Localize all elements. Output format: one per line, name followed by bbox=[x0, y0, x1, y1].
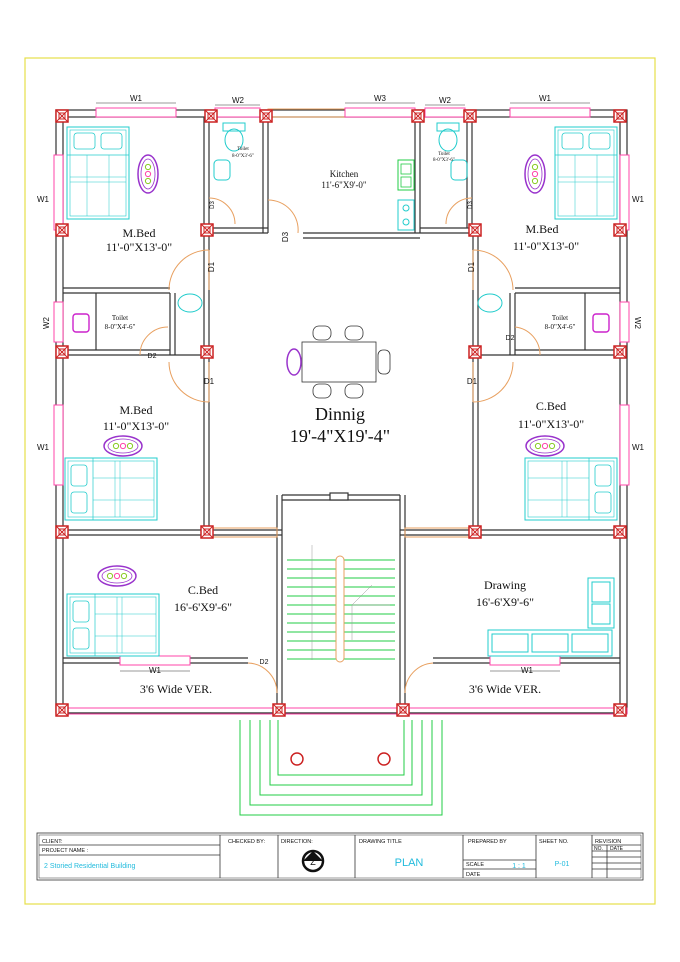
room-name: Dinnig bbox=[315, 404, 365, 424]
room-name: Drawing bbox=[484, 578, 526, 592]
date-column-label: DATE bbox=[610, 846, 624, 852]
room-dimension: 11'-0"X13'-0" bbox=[518, 417, 584, 431]
room-name: Kitchen bbox=[330, 169, 359, 179]
door-label: D3 bbox=[210, 201, 216, 209]
door-label: D2 bbox=[506, 335, 515, 342]
stairs bbox=[239, 555, 443, 816]
room-dimension: 8-0"X4'-6" bbox=[105, 323, 136, 331]
window-label: W2 bbox=[42, 316, 51, 329]
room-dimension: 19'-4"X19'-4" bbox=[290, 426, 390, 446]
room-dimension: 16'-6'X9'-6" bbox=[476, 595, 534, 609]
room-name: C.Bed bbox=[536, 399, 566, 413]
window-label: W1 bbox=[37, 443, 50, 452]
door-label: D1 bbox=[207, 261, 216, 272]
room-name: Toilet bbox=[438, 152, 450, 157]
window-label: W1 bbox=[539, 94, 552, 103]
window-label: W1 bbox=[37, 195, 50, 204]
room-name: M.Bed bbox=[123, 226, 156, 240]
door-label: D3 bbox=[468, 201, 474, 209]
window-label: W2 bbox=[633, 317, 642, 330]
room-name: C.Bed bbox=[188, 583, 218, 597]
room-name: Toilet bbox=[552, 314, 568, 322]
window-label: W1 bbox=[149, 666, 162, 675]
door-label: D1 bbox=[204, 377, 215, 386]
drawing-title-label: DRAWING TITLE bbox=[359, 839, 402, 845]
project-name: 2 Storied Residential Building bbox=[44, 863, 136, 870]
room-dimension: 11'-0"X13'-0" bbox=[513, 239, 579, 253]
room-dimension: 11'-0"X13'-0" bbox=[103, 419, 169, 433]
window-label: W2 bbox=[232, 96, 245, 105]
revision-label: REVISION bbox=[595, 839, 621, 845]
window-label: W1 bbox=[632, 443, 645, 452]
window-label: W1 bbox=[130, 94, 143, 103]
room-name: M.Bed bbox=[526, 222, 559, 236]
sheet-no-label: SHEET NO. bbox=[539, 839, 569, 845]
drawing-title: PLAN bbox=[395, 857, 424, 869]
door-label: D2 bbox=[260, 659, 269, 666]
checked-by-label: CHECKED BY: bbox=[228, 839, 265, 845]
window-label: W1 bbox=[632, 195, 645, 204]
room-name: Toilet bbox=[112, 314, 128, 322]
room-name: M.Bed bbox=[120, 403, 153, 417]
door-label: D1 bbox=[467, 377, 478, 386]
scale-label: SCALE bbox=[466, 862, 484, 868]
window-label: W1 bbox=[521, 666, 534, 675]
room-dimension: 8-0"X3'-6" bbox=[433, 158, 455, 163]
room-dimension: 11'-0"X13'-0" bbox=[106, 240, 172, 254]
room-dimension: 8-0"X4'-6" bbox=[545, 323, 576, 331]
project-name-label: PROJECT NAME : bbox=[42, 848, 89, 854]
window-label: W3 bbox=[374, 94, 387, 103]
door-label: D2 bbox=[148, 353, 157, 360]
sheet-no: P-01 bbox=[555, 861, 570, 868]
door-label: D3 bbox=[281, 231, 290, 242]
svg-text:Z: Z bbox=[310, 857, 316, 867]
veranda-label: 3'6 Wide VER. bbox=[140, 682, 212, 696]
window-label: W2 bbox=[439, 96, 452, 105]
prepared-by-label: PREPARED BY bbox=[468, 839, 507, 845]
title-block bbox=[36, 832, 644, 881]
doors bbox=[139, 197, 541, 694]
compass-icon: Z bbox=[301, 849, 325, 873]
furniture bbox=[64, 122, 618, 657]
room-dimension: 8-0"X3'-6" bbox=[232, 154, 254, 159]
client-label: CLIENT: bbox=[42, 839, 63, 845]
sheet-frame bbox=[24, 57, 656, 905]
room-name: Toilet bbox=[237, 147, 249, 152]
scale-value: 1 : 1 bbox=[512, 863, 526, 870]
direction-label: DIRECTION: bbox=[281, 839, 313, 845]
room-dimension: 16'-6'X9'-6" bbox=[174, 600, 232, 614]
date-label: DATE bbox=[466, 872, 481, 878]
veranda-label: 3'6 Wide VER. bbox=[469, 682, 541, 696]
room-dimension: 11'-6"X9'-0" bbox=[321, 180, 367, 190]
door-label: D1 bbox=[467, 261, 476, 272]
no-label: NO. bbox=[594, 846, 603, 852]
